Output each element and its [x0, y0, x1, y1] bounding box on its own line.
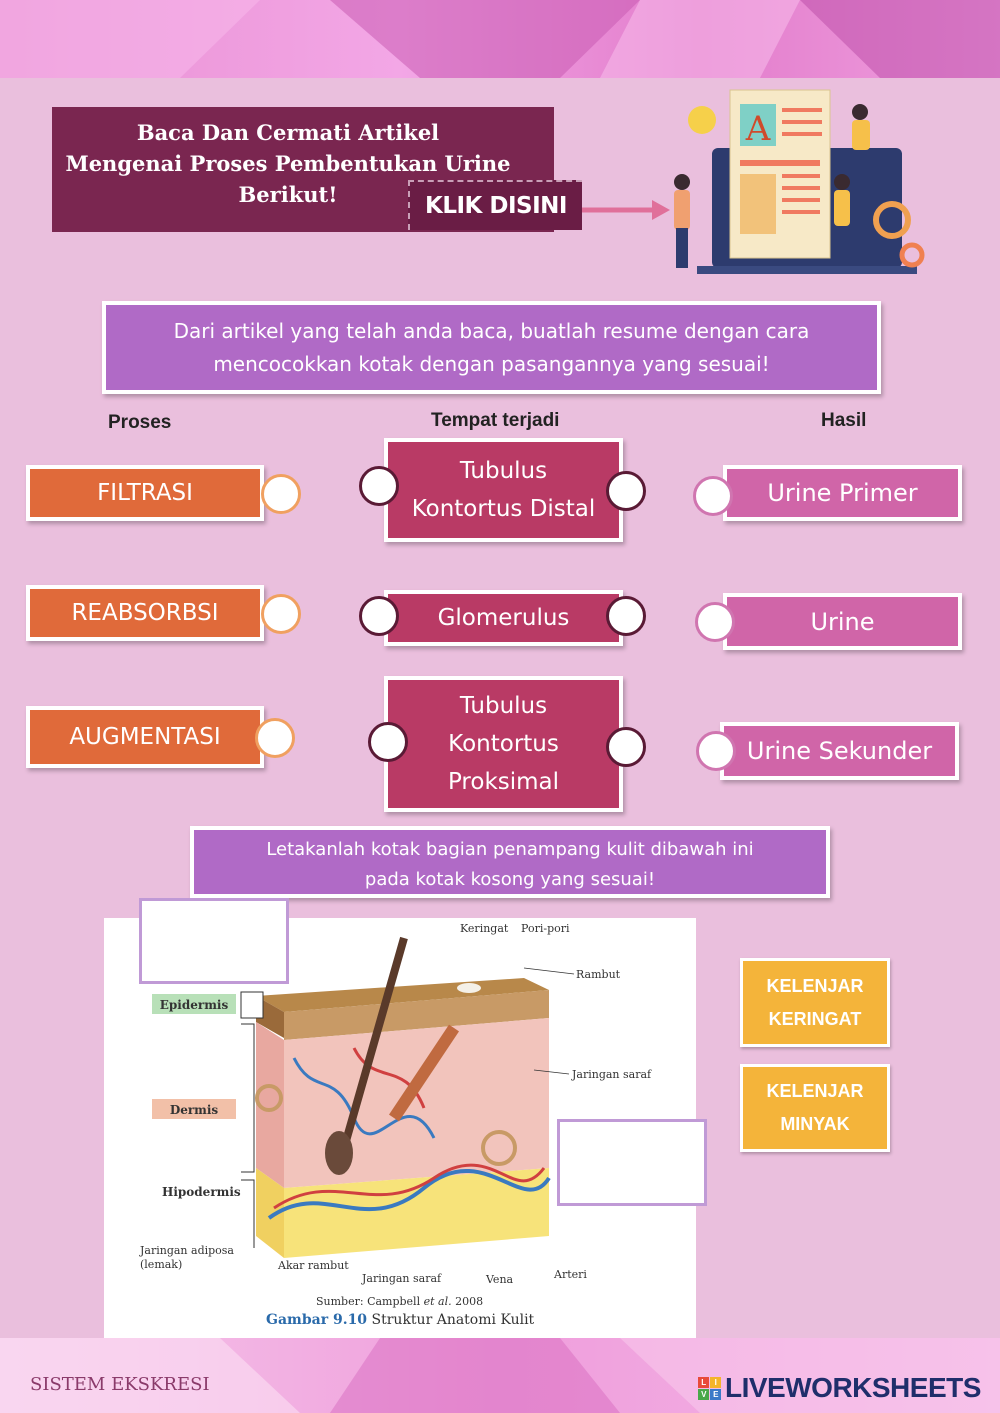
klik-disini-button[interactable]: KLIK DISINI	[408, 180, 582, 230]
person-left-body	[674, 190, 690, 230]
connector-dot-proses-2[interactable]	[261, 594, 301, 634]
lightbulb-icon	[688, 106, 716, 134]
tempat-card-3-line-1: Tubulus	[459, 693, 548, 719]
article-line-3: Berikut!	[238, 182, 338, 207]
label-jaringan-adiposa: Jaringan adiposa	[139, 1244, 234, 1257]
instruction-matching: Dari artikel yang telah anda baca, buatl…	[102, 301, 881, 394]
document-letter-block	[740, 104, 776, 146]
footer-title: SISTEM EKSKRESI	[30, 1374, 210, 1395]
connector-dot-tempat-3-right[interactable]	[606, 727, 646, 767]
drop-box-right[interactable]	[557, 1119, 707, 1206]
connector-dot-tempat-1-left[interactable]	[359, 466, 399, 506]
answer-1-line-1: KELENJAR	[766, 975, 864, 996]
liveworksheets-logo-text: LIVEWORKSHEETS	[725, 1372, 981, 1403]
column-header-tempat: Tempat terjadi	[431, 410, 560, 431]
person-left-head	[674, 174, 690, 190]
answer-2-line-1: KELENJAR	[766, 1081, 864, 1101]
article-line-2: Mengenai Proses Pembentukan Urine	[65, 151, 511, 176]
gear-icon	[873, 201, 911, 239]
label-keringat: Keringat	[460, 922, 509, 935]
connector-dot-tempat-2-left[interactable]	[359, 596, 399, 636]
connector-dot-tempat-1-right[interactable]	[606, 471, 646, 511]
label-vena: Vena	[485, 1273, 514, 1286]
tempat-card-3-line-3: Proksimal	[447, 769, 560, 795]
person-top-head	[852, 104, 868, 120]
article-line-1: Baca Dan Cermati Artikel	[136, 120, 440, 145]
label-jaringan-saraf-bottom: Jaringan saraf	[361, 1272, 442, 1285]
figure-source: Sumber: Campbell et al. 2008	[316, 1295, 483, 1308]
connector-dot-hasil-3[interactable]	[696, 731, 736, 771]
person-right-head	[834, 174, 850, 190]
label-dermis: Dermis	[170, 1103, 219, 1117]
label-lemak: (lemak)	[140, 1258, 182, 1271]
label-rambut: Rambut	[576, 968, 621, 981]
gear-small-icon	[899, 242, 925, 268]
skin-hypodermis-front	[284, 1168, 549, 1258]
connector-dot-tempat-2-right[interactable]	[606, 596, 646, 636]
answer-kelenjar-keringat[interactable]: KELENJAR KERINGAT	[740, 958, 890, 1047]
answer-2-line-2: MINYAK	[780, 1114, 850, 1134]
tempat-card-3-line-2: Kontortus	[448, 731, 559, 757]
label-hipodermis: Hipodermis	[162, 1185, 241, 1199]
person-top-body	[852, 120, 870, 150]
label-akar-rambut: Akar rambut	[277, 1259, 349, 1272]
bottom-decorative-band	[0, 1338, 1000, 1413]
skin-anatomy-figure: Epidermis Dermis Hipodermis Keringat Por…	[104, 918, 696, 1340]
proses-card-filtrasi[interactable]: FILTRASI	[26, 465, 264, 521]
instruction-matching-line-2: mencocokkan kotak dengan pasangannya yan…	[213, 352, 770, 376]
label-jaringan-saraf-right: Jaringan saraf	[571, 1068, 652, 1081]
tempat-card-1-line-2: Kontortus Distal	[411, 496, 596, 522]
bottom-band-shapes	[0, 1338, 1000, 1413]
reading-illustration: A	[582, 89, 925, 274]
skin-hypodermis-left-face	[256, 1168, 284, 1258]
drop-box-top[interactable]	[139, 898, 289, 984]
person-right-body	[834, 190, 850, 226]
column-header-proses: Proses	[108, 412, 172, 433]
instruction-skin-line-2: pada kotak kosong yang sesuai!	[364, 869, 656, 890]
tempat-card-glomerulus[interactable]: Glomerulus	[384, 590, 623, 646]
label-epidermis: Epidermis	[160, 998, 229, 1012]
answer-kelenjar-minyak[interactable]: KELENJAR MINYAK	[740, 1064, 890, 1152]
column-header-hasil: Hasil	[821, 410, 867, 431]
label-arteri: Arteri	[553, 1268, 587, 1281]
laptop-base	[697, 266, 917, 274]
connector-dot-hasil-1[interactable]	[693, 476, 733, 516]
hasil-card-urine[interactable]: Urine	[723, 593, 962, 650]
hasil-card-urine-sekunder[interactable]: Urine Sekunder	[720, 722, 959, 780]
label-pori-pori: Pori-pori	[521, 922, 570, 935]
connector-dot-proses-1[interactable]	[261, 474, 301, 514]
hair-strand	[340, 936, 408, 1150]
document-letter: A	[745, 109, 771, 149]
top-band-shapes	[0, 0, 1000, 78]
tempat-card-tubulus-proksimal[interactable]: Tubulus Kontortus Proksimal	[384, 676, 623, 812]
liveworksheets-logo-icon: L I V E	[698, 1376, 721, 1400]
proses-card-reabsorbsi[interactable]: REABSORBSI	[26, 585, 264, 641]
tempat-card-tubulus-distal[interactable]: Tubulus Kontortus Distal	[384, 438, 623, 542]
skin-dermis-left-face	[256, 1022, 284, 1188]
connector-dot-tempat-3-left[interactable]	[368, 722, 408, 762]
connector-dot-proses-3[interactable]	[255, 718, 295, 758]
skin-anatomy-drawing: Epidermis Dermis Hipodermis Keringat Por…	[139, 922, 652, 1328]
figure-caption: Gambar 9.10 Struktur Anatomi Kulit	[266, 1312, 535, 1328]
connector-dot-hasil-2[interactable]	[695, 602, 735, 642]
hasil-card-urine-primer[interactable]: Urine Primer	[723, 465, 962, 521]
top-decorative-band	[0, 0, 1000, 78]
tempat-card-1-line-1: Tubulus	[459, 458, 548, 484]
instruction-skin: Letakanlah kotak bagian penampang kulit …	[190, 826, 830, 898]
proses-card-augmentasi[interactable]: AUGMENTASI	[26, 706, 264, 768]
arrow-head	[652, 200, 670, 220]
instruction-matching-line-1: Dari artikel yang telah anda baca, buatl…	[173, 319, 810, 343]
article-header-box: Baca Dan Cermati Artikel Mengenai Proses…	[52, 107, 554, 232]
answer-1-line-2: KERINGAT	[768, 1008, 862, 1029]
instruction-skin-line-1: Letakanlah kotak bagian penampang kulit …	[266, 839, 754, 860]
liveworksheets-logo[interactable]: L I V E LIVEWORKSHEETS	[698, 1372, 981, 1404]
